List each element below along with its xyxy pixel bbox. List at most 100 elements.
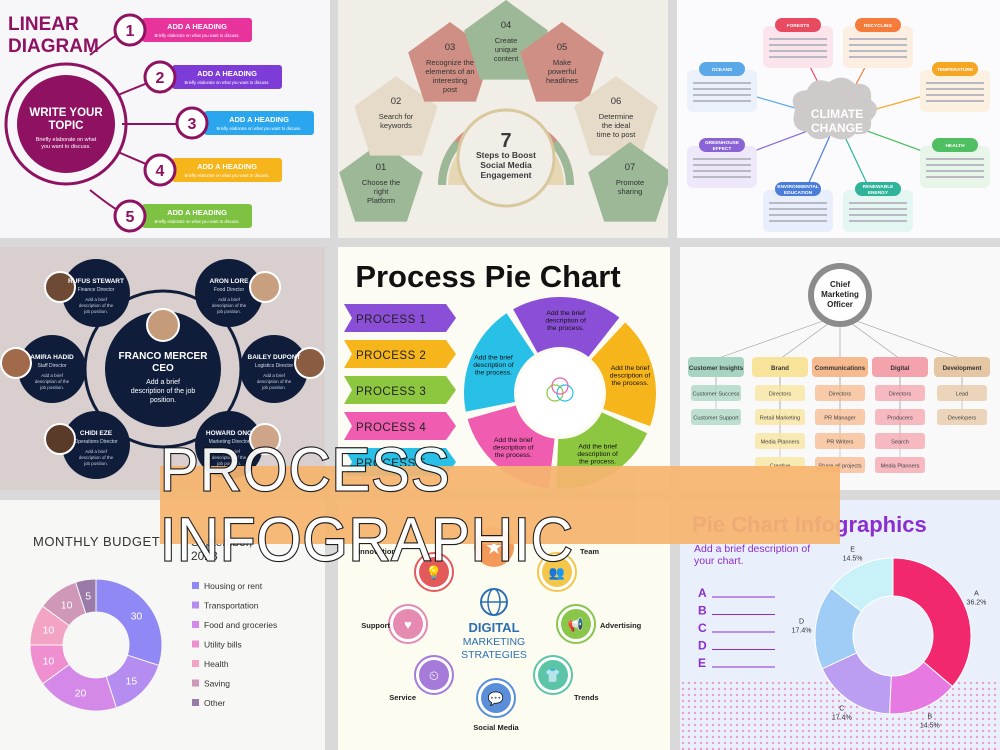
climate-text-line xyxy=(693,164,751,166)
member-avatar xyxy=(44,271,76,303)
org-item-box xyxy=(875,457,925,473)
step-number-circle xyxy=(143,60,177,94)
pieinfo-letter: C xyxy=(698,621,707,635)
process-tag xyxy=(344,340,456,368)
org-item-label: Share all projects xyxy=(818,464,861,470)
climate-topic-label: OCEANS xyxy=(712,67,733,73)
process-segment-text: the process. xyxy=(495,452,532,459)
strategy-label: Support xyxy=(361,621,390,630)
org-item-label: Directors xyxy=(889,392,912,398)
pieinfo-sub1: Add a brief description of xyxy=(694,543,810,555)
pieinfo-graphic: Pie Chart Infographics Add a brief descr… xyxy=(680,512,1000,750)
org-column-header xyxy=(812,357,868,377)
step-pentagon xyxy=(339,142,423,222)
process-segment-text: the process. xyxy=(475,369,512,376)
org-item-box xyxy=(691,409,741,425)
member-role: Staff Director xyxy=(37,363,66,369)
pieinfo-slice-value: 14.5% xyxy=(843,555,863,562)
linear-diagram-tile[interactable]: LINEAR DIAGRAM WRITE YOUR TOPIC Briefly … xyxy=(0,0,330,238)
strategy-icon: 👕 xyxy=(545,668,561,683)
member-desc: Add a brief xyxy=(41,373,64,378)
org-item-box xyxy=(755,433,805,449)
org-item-label: Developers xyxy=(948,416,976,422)
center-number: 7 xyxy=(500,130,511,152)
strategy-label: Social Media xyxy=(473,723,519,732)
climate-text-line xyxy=(693,94,751,96)
climate-topic-label: RECYCLING xyxy=(864,23,893,29)
process-tag xyxy=(344,376,456,404)
process-segment-text: description of xyxy=(473,362,514,369)
step-text: headlines xyxy=(546,76,578,85)
member-desc: description of the xyxy=(212,303,247,308)
linear-title-line1: LINEAR xyxy=(8,14,79,35)
step-num: 05 xyxy=(557,42,568,53)
climate-topic-label: ENVIRONMENTAL xyxy=(777,184,819,190)
step-heading-bar xyxy=(204,111,314,135)
step-subtext: Briefly elaborate on what you want to di… xyxy=(185,173,270,178)
member-role: Logistics Director xyxy=(255,363,294,369)
member-avatar xyxy=(249,423,281,455)
strategy-circle xyxy=(393,609,423,639)
ceo-role: CEO xyxy=(152,363,174,374)
member-desc: job position. xyxy=(39,385,64,390)
climate-text-line xyxy=(926,88,984,90)
climate-topic-label: HEALTH xyxy=(945,143,965,149)
climate-topic-box xyxy=(687,70,757,112)
step-text: Search for xyxy=(379,112,414,121)
process-segment-text: Add the brief xyxy=(578,443,617,450)
step-heading-bar xyxy=(142,204,252,228)
center-arc-green xyxy=(438,140,462,186)
process-tag-label: PROCESS 4 xyxy=(356,422,426,434)
budget-slice-value: 10 xyxy=(61,600,73,612)
climate-topic-tag xyxy=(775,182,821,196)
pieinfo-slice-value: 36.2% xyxy=(967,599,987,606)
budget-slice-value: 10 xyxy=(43,625,55,637)
org-connector xyxy=(839,314,963,360)
climate-text-line xyxy=(693,176,751,178)
member-circle xyxy=(195,411,263,479)
budget-legend-label: Food and groceries xyxy=(204,620,277,630)
step-text: Recognize the xyxy=(426,58,474,67)
strategy-icon: 👥 xyxy=(549,565,565,580)
climate-text-line xyxy=(926,100,984,102)
step-text: time to post xyxy=(597,130,637,139)
org-item-label: Customer Support xyxy=(693,416,739,422)
org-item-box xyxy=(815,433,865,449)
org-item-label: Customer Success xyxy=(693,392,740,398)
pieinfo-slice xyxy=(830,557,894,613)
member-desc: description of the xyxy=(79,303,114,308)
org-item-box xyxy=(755,409,805,425)
step-number-circle xyxy=(113,13,147,47)
process-segment-text: description of xyxy=(545,318,586,325)
org-item-label: Media Planners xyxy=(881,464,920,470)
org-item-label: Producers xyxy=(887,416,913,422)
linear-title-line2: DIAGRAM xyxy=(8,36,99,57)
budget-legend-swatch xyxy=(192,679,199,687)
step-num: 01 xyxy=(376,162,387,173)
ceo-desc2: description of the job xyxy=(131,388,196,395)
org-item-label: Directors xyxy=(829,392,852,398)
member-name: CHIDI EZE xyxy=(80,430,113,437)
member-avatar xyxy=(0,347,32,379)
budget-legend-label: Housing or rent xyxy=(204,581,263,591)
member-circle xyxy=(195,259,263,327)
org-chart-tile[interactable]: Chief Marketing Officer Customer Insight… xyxy=(680,247,1000,490)
member-circle xyxy=(240,335,308,403)
process-segment-text: Add the brief xyxy=(546,310,585,317)
step-subtext: Briefly elaborate on what you want to di… xyxy=(185,80,270,85)
climate-topic-tag xyxy=(775,18,821,32)
climate-text-line xyxy=(849,56,907,58)
climate-text-line xyxy=(693,170,751,172)
org-column-title: Communications xyxy=(815,365,866,372)
climate-topic-tag xyxy=(855,18,901,32)
step-subtext: Briefly elaborate on what you want to di… xyxy=(155,219,240,224)
strategy-circle xyxy=(481,683,511,713)
pieinfo-donut-chart: A36.2%B14.5%C17.4%D17.4%E14.5% xyxy=(792,546,987,729)
